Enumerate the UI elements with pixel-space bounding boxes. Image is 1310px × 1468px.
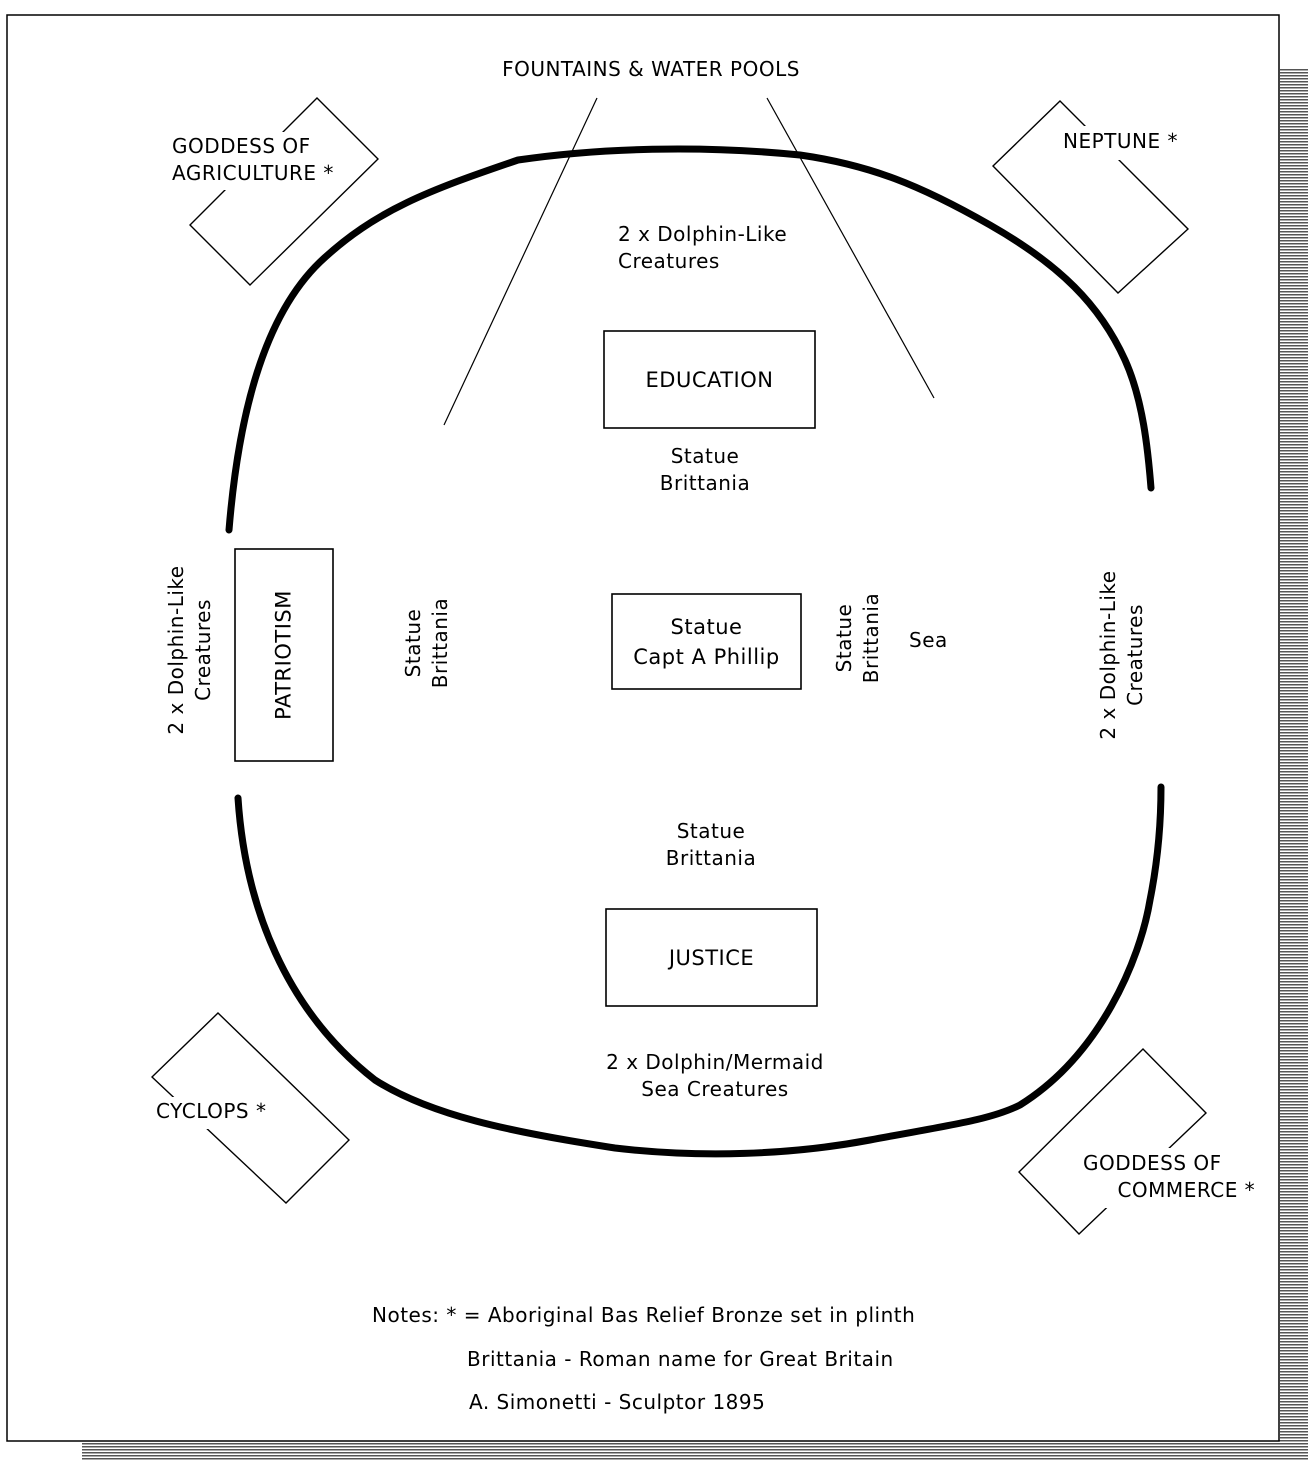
statue-brittania-right-label: Statue Brittania: [832, 592, 883, 684]
page-shadow-right: [1280, 68, 1308, 1461]
education-label: EDUCATION: [645, 367, 774, 392]
plinth-neptune: [992, 100, 1190, 294]
justice-label: JUSTICE: [668, 945, 755, 970]
dolphins-top-label: 2 x Dolphin-Like Creatures: [618, 222, 788, 273]
notes-line-3: A. Simonetti - Sculptor 1895: [469, 1390, 766, 1414]
statue-brittania-bottom-label: Statue Brittania: [665, 819, 757, 870]
sea-label: Sea: [909, 628, 948, 652]
notes-line-1: Notes: * = Aboriginal Bas Relief Bronze …: [372, 1303, 916, 1327]
neptune-label: NEPTUNE *: [1063, 129, 1178, 153]
basin-outline-top: [225, 145, 1155, 534]
goddess-commerce-label: GODDESS OF COMMERCE *: [1083, 1151, 1256, 1202]
goddess-agriculture-label: GODDESS OF AGRICULTURE *: [172, 134, 334, 185]
patriotism-label: PATRIOTISM: [271, 590, 296, 720]
page-shadow-bottom: [82, 1440, 1308, 1461]
fountains-label: FOUNTAINS & WATER POOLS: [502, 57, 800, 81]
notes-line-2: Brittania - Roman name for Great Britain: [467, 1347, 894, 1371]
patriotism-plinth: [234, 548, 334, 762]
plinth-cyclops: [150, 1012, 350, 1204]
fountain-pointer-right: [766, 97, 935, 399]
statue-brittania-left-label: Statue Brittania: [401, 597, 452, 689]
page-frame: [6, 14, 1280, 1442]
dolphins-bottom-label: 2 x Dolphin/Mermaid Sea Creatures: [606, 1050, 824, 1101]
justice-plinth: [605, 908, 818, 1007]
education-plinth: [603, 330, 816, 429]
dolphins-right-label: 2 x Dolphin-Like Creatures: [1096, 570, 1147, 740]
dolphins-left-label: 2 x Dolphin-Like Creatures: [164, 565, 215, 735]
plinth-commerce: [1018, 1048, 1207, 1235]
statue-brittania-top-label: Statue Brittania: [659, 444, 751, 495]
basin-outline-bottom: [234, 783, 1165, 1158]
center-statue-plinth: [611, 593, 802, 690]
center-statue-label: Statue Capt A Phillip: [633, 614, 780, 669]
cyclops-label: CYCLOPS *: [156, 1099, 267, 1123]
